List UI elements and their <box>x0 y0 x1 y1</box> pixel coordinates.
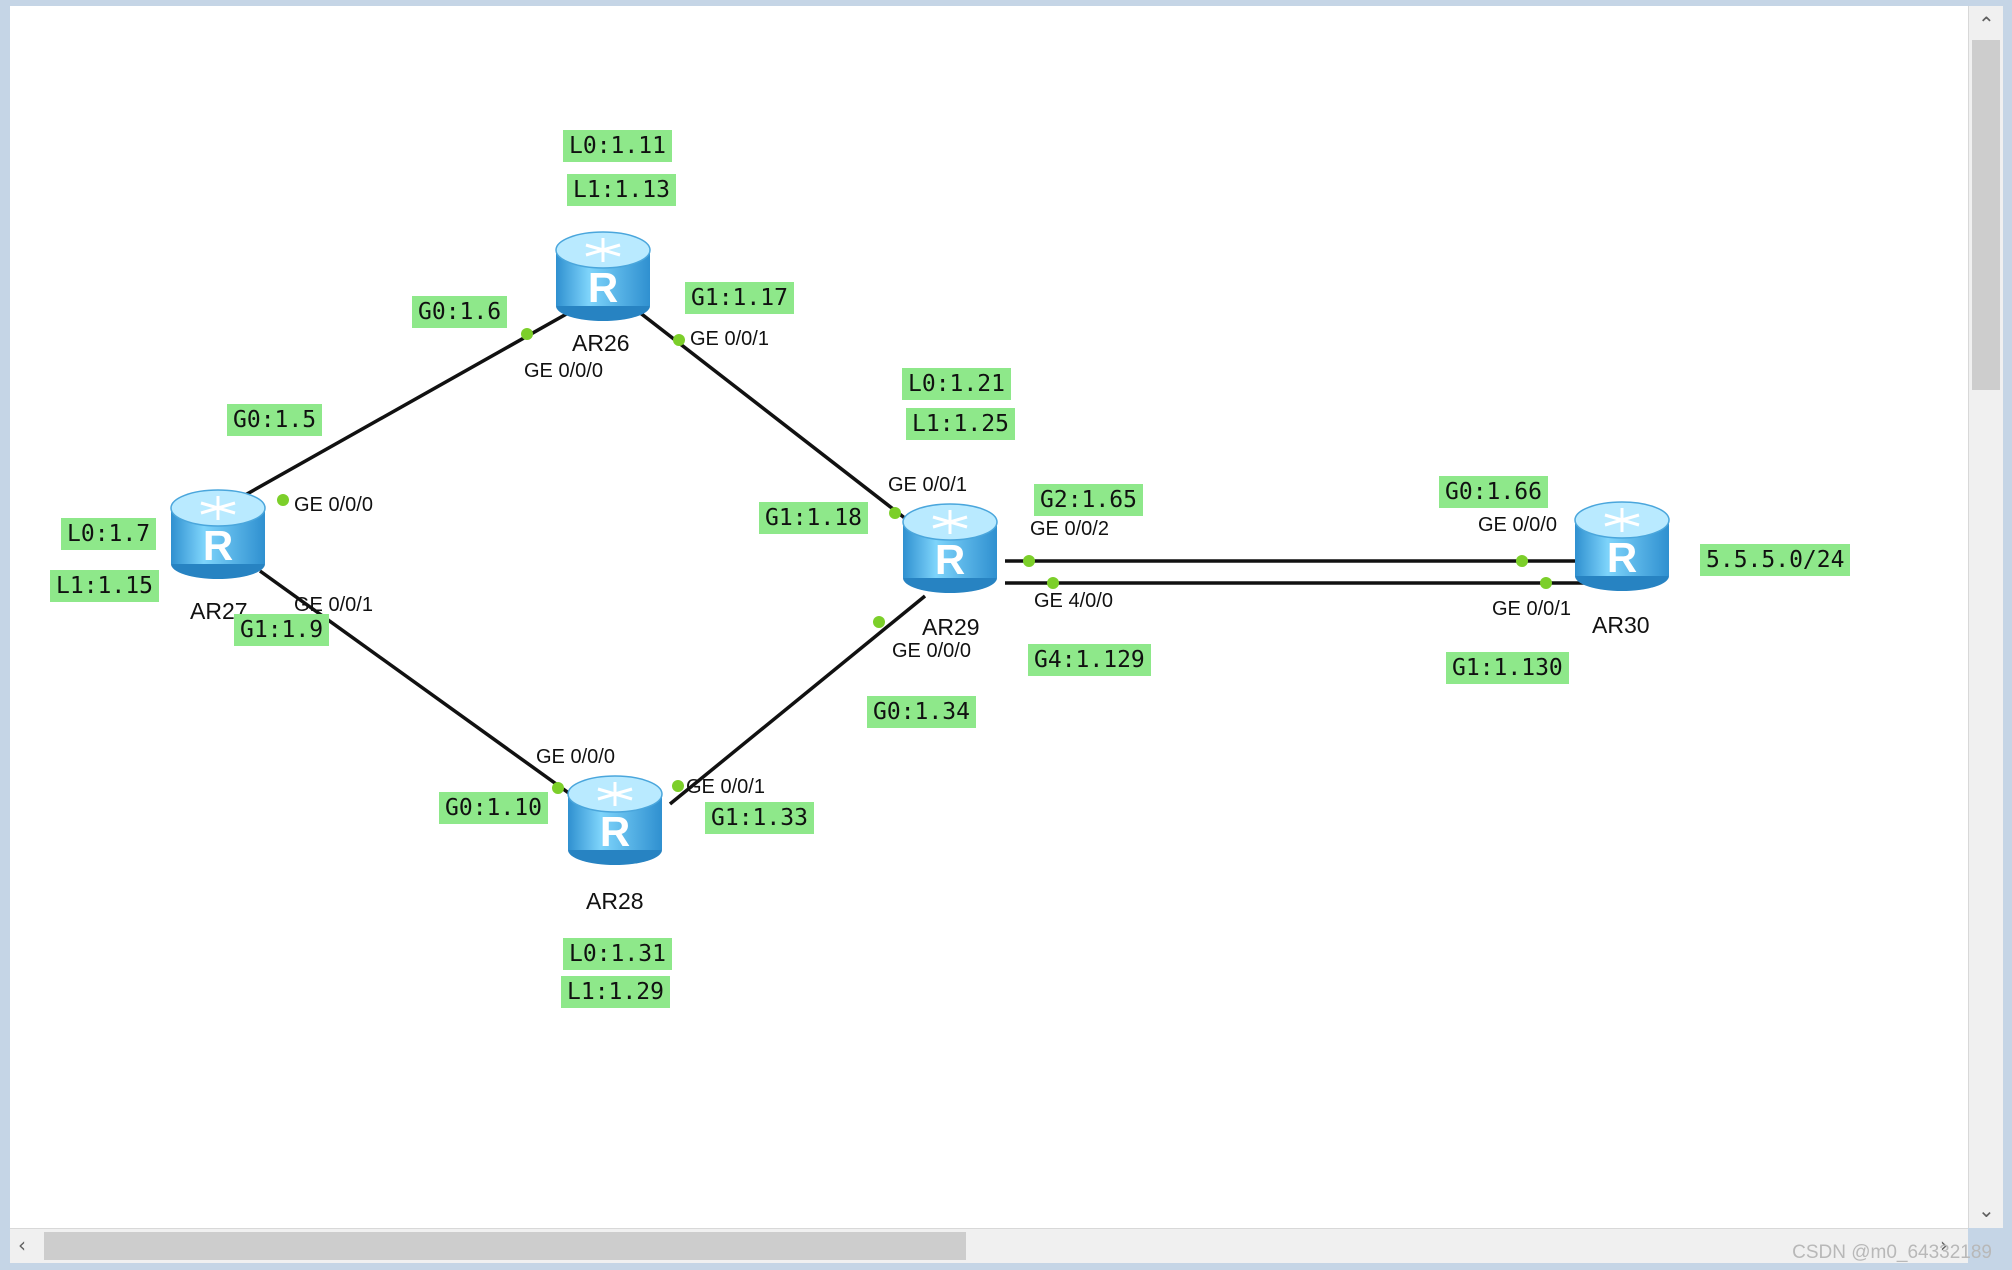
address-label[interactable]: G0:1.66 <box>1439 476 1548 508</box>
port-dot <box>873 616 885 628</box>
router-r-icon: R <box>200 496 236 569</box>
address-label[interactable]: L0:1.11 <box>563 130 672 162</box>
device-name-ar28: AR28 <box>586 888 644 914</box>
link-ar26-ar29[interactable] <box>637 310 917 528</box>
address-label[interactable]: G1:1.33 <box>705 802 814 834</box>
watermark: CSDN @m0_64332189 <box>1792 1242 1992 1263</box>
port-dot <box>672 780 684 792</box>
chevron-left-icon[interactable]: ‹ <box>18 1233 26 1257</box>
address-label[interactable]: L1:1.29 <box>561 976 670 1008</box>
port-label: GE 0/0/0 <box>892 640 971 662</box>
address-label[interactable]: G0:1.5 <box>227 404 323 436</box>
vertical-scrollbar[interactable]: ⌃ ⌄ <box>1968 6 2003 1228</box>
svg-text:R: R <box>1607 534 1637 581</box>
svg-text:R: R <box>588 264 618 311</box>
topology-canvas[interactable]: R R R <box>10 6 1968 1228</box>
port-label: GE 0/0/0 <box>524 360 603 382</box>
horizontal-scrollbar[interactable]: ‹ › <box>10 1228 1968 1263</box>
address-label[interactable]: G0:1.10 <box>439 792 548 824</box>
address-label[interactable]: G0:1.34 <box>867 696 976 728</box>
address-label[interactable]: L0:1.7 <box>61 518 157 550</box>
port-label: GE 0/0/1 <box>888 474 967 496</box>
port-dot <box>521 328 533 340</box>
svg-text:R: R <box>600 808 630 855</box>
router-r-icon: R <box>1604 508 1640 581</box>
address-label[interactable]: G2:1.65 <box>1034 484 1143 516</box>
port-dot <box>1540 577 1552 589</box>
device-name-ar26: AR26 <box>572 330 630 356</box>
port-label: GE 0/0/0 <box>294 494 373 516</box>
port-dot <box>1047 577 1059 589</box>
horizontal-scroll-thumb[interactable] <box>44 1232 966 1260</box>
router-ar28[interactable]: R <box>567 775 663 865</box>
chevron-up-icon[interactable]: ⌃ <box>1978 12 1995 36</box>
link-ar27-ar26[interactable] <box>214 310 571 514</box>
address-label[interactable]: G1:1.130 <box>1446 652 1569 684</box>
port-dot <box>1516 555 1528 567</box>
port-dot <box>552 782 564 794</box>
address-label[interactable]: G1:1.18 <box>759 502 868 534</box>
router-ar29[interactable]: R <box>902 503 998 593</box>
port-dot <box>673 334 685 346</box>
svg-text:R: R <box>935 536 965 583</box>
address-label[interactable]: G1:1.9 <box>234 614 330 646</box>
chevron-down-icon[interactable]: ⌄ <box>1978 1198 1995 1222</box>
router-r-icon: R <box>932 510 968 583</box>
device-name-ar30: AR30 <box>1592 612 1650 638</box>
device-name-ar29: AR29 <box>922 614 980 640</box>
address-label[interactable]: L1:1.15 <box>50 570 159 602</box>
port-label: GE 0/0/0 <box>536 746 615 768</box>
port-label: GE 0/0/2 <box>1030 518 1109 540</box>
port-label: GE 4/0/0 <box>1034 590 1113 612</box>
router-r-icon: R <box>585 238 621 311</box>
port-label: GE 0/0/1 <box>690 328 769 350</box>
address-label[interactable]: G0:1.6 <box>412 296 508 328</box>
link-ar27-ar28[interactable] <box>258 569 586 806</box>
chevron-right-icon[interactable]: › <box>1940 1233 1948 1257</box>
address-label[interactable]: L0:1.31 <box>563 938 672 970</box>
port-label: GE 0/0/1 <box>294 594 373 616</box>
topology-diagram: R R R <box>170 231 1670 865</box>
address-label[interactable]: G4:1.129 <box>1028 644 1151 676</box>
port-dots <box>277 328 1552 794</box>
vertical-scroll-thumb[interactable] <box>1972 40 2000 390</box>
address-label[interactable]: L1:1.25 <box>906 408 1015 440</box>
router-r-icon: R <box>597 782 633 855</box>
links <box>214 310 1585 806</box>
router-ar27[interactable]: R <box>170 489 266 579</box>
port-dot <box>1023 555 1035 567</box>
address-label[interactable]: 5.5.5.0/24 <box>1700 544 1851 576</box>
port-dot <box>889 507 901 519</box>
address-label[interactable]: L0:1.21 <box>902 368 1011 400</box>
address-label[interactable]: L1:1.13 <box>567 174 676 206</box>
link-ar28-ar29[interactable] <box>668 594 927 806</box>
port-label: GE 0/0/0 <box>1478 514 1557 536</box>
router-ar30[interactable]: R <box>1574 501 1670 591</box>
port-dot <box>277 494 289 506</box>
port-label: GE 0/0/1 <box>686 776 765 798</box>
router-ar26[interactable]: R <box>555 231 651 321</box>
port-label: GE 0/0/1 <box>1492 598 1571 620</box>
svg-text:R: R <box>203 522 233 569</box>
address-label[interactable]: G1:1.17 <box>685 282 794 314</box>
